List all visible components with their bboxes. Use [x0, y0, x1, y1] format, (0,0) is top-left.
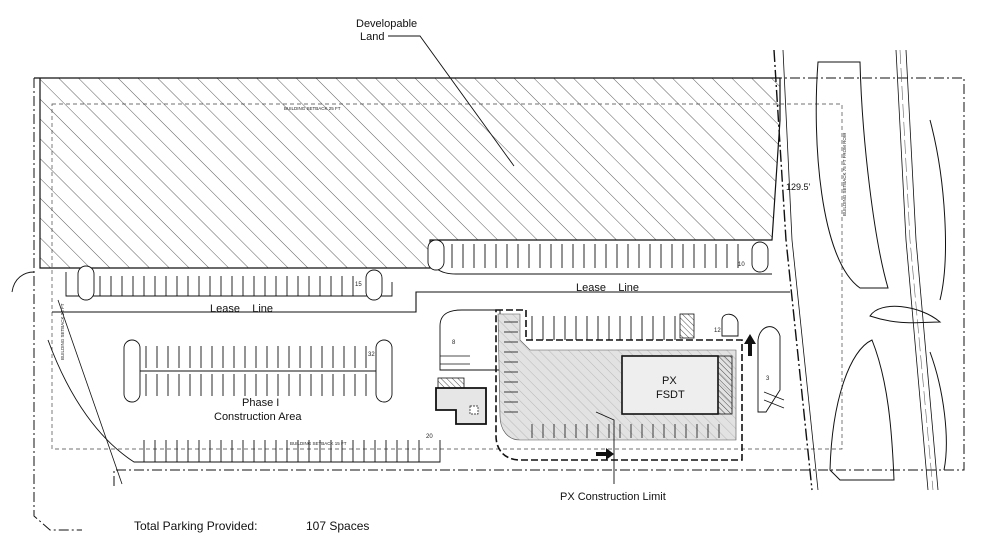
traffic-arrow-icon: [596, 448, 614, 460]
setback-top-label: BUILDING SETBACK 25 FT: [284, 106, 341, 111]
island-end-top-right: [751, 241, 769, 273]
phase-building: [435, 387, 487, 425]
px-stalls-left: [504, 321, 518, 413]
setback-left-label: BUILDING SETBACK 25 FT: [60, 303, 65, 360]
px-stalls-bottom: [531, 424, 720, 438]
median-right: [929, 119, 947, 471]
setback-bottom-label: BUILDING SETBACK 15 FT: [290, 441, 347, 446]
px-building: [621, 355, 719, 415]
px-construction-limit: [495, 309, 743, 461]
right-island: [757, 326, 781, 413]
developable-land-area: [34, 77, 781, 269]
median-top: [815, 61, 889, 289]
road-edge-2: [895, 49, 929, 491]
road-edge-3: [905, 49, 939, 491]
median-mid: [869, 305, 942, 324]
row-line: [773, 49, 813, 491]
parking-row-bottom: [143, 440, 420, 462]
left-curve-top: [11, 271, 35, 293]
px-construction-limit-label: PX Construction Limit: [560, 491, 666, 503]
stall-count-right-island: 3: [766, 376, 770, 382]
stall-count-middle: 32: [368, 352, 375, 358]
parking-row-top-left: [99, 276, 354, 296]
stall-count-bottom: 20: [426, 434, 433, 440]
lease-line-label-left: Lease Line: [210, 303, 273, 315]
stall-count-top-right: 10: [738, 262, 745, 268]
dimension-label: 129.5': [786, 182, 811, 192]
left-px-pocket: [439, 309, 501, 371]
island-end-left: [77, 265, 95, 301]
left-boundary: [33, 78, 82, 531]
px-building-edge: [717, 355, 733, 415]
total-parking-value: 107 Spaces: [306, 519, 369, 533]
total-parking-label: Total Parking Provided:: [134, 519, 257, 533]
px-right-island: [721, 313, 739, 337]
px-label-2: FSDT: [656, 389, 685, 401]
island-mid-left: [123, 339, 141, 403]
developable-land-label-2: Land: [360, 31, 384, 43]
phase-label: Phase I: [242, 397, 279, 409]
left-diagonal: [57, 299, 123, 485]
px-limit-leader: [595, 411, 615, 484]
stall-count-pocket: 8: [452, 340, 456, 346]
phase-label-2: Construction Area: [214, 411, 302, 423]
setback-right-label: BUILDING SETBACK 75 FT FROM ROW: [842, 132, 847, 216]
north-arrow-icon: [744, 334, 756, 356]
parking-row-px: [531, 316, 676, 340]
developable-land-label: Developable: [356, 18, 417, 30]
median-bottom: [829, 339, 895, 481]
lease-line-label-right: Lease Line: [576, 282, 639, 294]
road-edge-1: [782, 49, 819, 491]
parking-row-top-right: [451, 244, 739, 268]
lease-line: [52, 291, 790, 313]
drive-aisle-left: [47, 339, 441, 463]
setback-line: [51, 103, 843, 450]
island-mid-right: [375, 339, 393, 403]
developable-leader: [388, 35, 515, 167]
parking-island-middle: [145, 346, 367, 396]
site-boundary: [34, 77, 965, 486]
road-centerline: [899, 49, 934, 491]
px-hatch-box: [679, 313, 695, 339]
island-end-left-2: [365, 269, 383, 301]
stall-count-px: 12: [714, 328, 721, 334]
phase-building-hatch: [437, 377, 465, 389]
px-label: PX: [662, 375, 677, 387]
stall-count-top-left: 15: [355, 282, 362, 288]
island-end-top: [427, 239, 445, 271]
phase-building-marker: [469, 405, 479, 415]
